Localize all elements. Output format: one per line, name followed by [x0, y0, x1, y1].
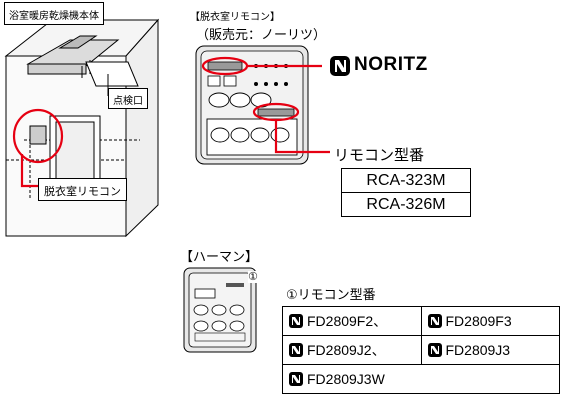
harman-model-title: ①リモコン型番	[286, 288, 376, 303]
noritz-section-header: 【脱衣室リモコン】	[190, 12, 280, 23]
harman-model-row: FD2809J2、 FD2809J3	[283, 335, 559, 364]
noritz-mark-icon	[289, 338, 303, 357]
inspection-label: 点検口	[113, 96, 143, 107]
harman-remote-drawing	[183, 267, 257, 353]
noritz-logo-mark	[330, 56, 350, 76]
inspection-label-box: 点検口	[108, 88, 148, 109]
harman-model-row: FD2809F2、 FD2809F3	[283, 307, 559, 335]
noritz-model-title: リモコン型番	[334, 146, 425, 164]
noritz-model-row: RCA-326M	[342, 192, 470, 216]
harman-model-code: FD2809J2、	[307, 342, 386, 358]
remote-label: 脱衣室リモコン	[44, 185, 121, 198]
noritz-model-row: RCA-323M	[366, 172, 446, 189]
noritz-mark-icon	[289, 367, 303, 386]
harman-model-code: FD2809F3	[445, 313, 512, 329]
unit-header: 浴室暖房乾燥機本体	[9, 11, 99, 22]
noritz-mark-icon	[427, 338, 442, 357]
harman-model-code: FD2809F2、	[307, 313, 388, 329]
remote-highlight-circle	[12, 108, 64, 164]
noritz-seller: （販売元：ノーリツ）	[196, 28, 327, 43]
harman-model-table: FD2809F2、 FD2809F3 FD2809J2、 FD2809J3 FD…	[282, 306, 560, 394]
harman-model-row: FD2809J3W	[283, 364, 559, 393]
harman-model-code: FD2809J3	[445, 342, 511, 358]
noritz-mark-icon	[289, 309, 303, 328]
noritz-model-table: RCA-323M RCA-326M	[341, 168, 471, 217]
unit-header-box: 浴室暖房乾燥機本体	[4, 2, 104, 25]
harman-model-code: FD2809J3W	[307, 371, 385, 387]
noritz-mark-icon	[427, 309, 442, 328]
harman-section-header: 【ハーマン】	[180, 250, 259, 265]
harman-marker: ①	[248, 270, 258, 283]
heater-unit-drawing	[4, 18, 160, 238]
remote-label-box: 脱衣室リモコン	[38, 178, 127, 201]
noritz-brand: NORITZ	[354, 54, 428, 75]
wall-remote-icon	[29, 125, 47, 145]
noritz-remote-drawing	[195, 45, 309, 165]
